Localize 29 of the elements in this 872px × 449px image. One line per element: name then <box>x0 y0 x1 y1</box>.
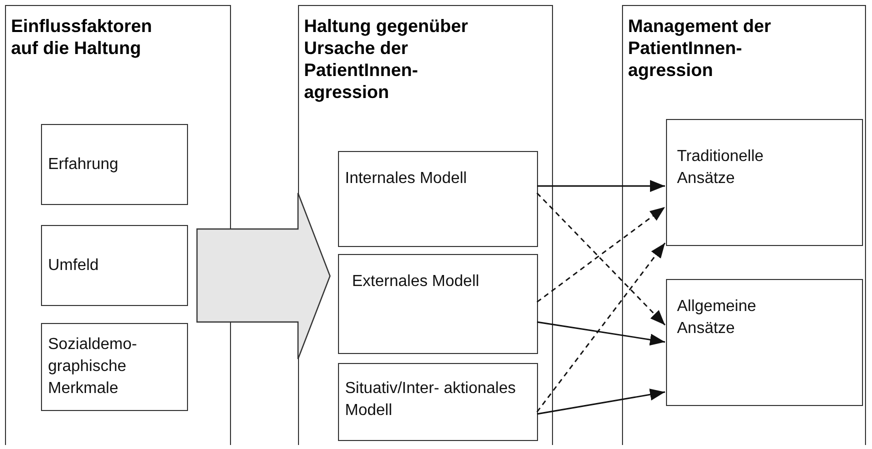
model-box <box>41 124 188 205</box>
model-box <box>338 363 538 441</box>
box-label: Sozialdemo- graphische Merkmale <box>48 335 138 399</box>
column-heading: Management der PatientInnen- agression <box>628 15 772 81</box>
model-box <box>41 323 188 411</box>
arrow <box>536 388 666 415</box>
arrow <box>536 192 666 326</box>
model-box <box>41 225 188 306</box>
model-box <box>338 254 538 354</box>
model-box <box>666 119 863 246</box>
arrow <box>536 242 666 412</box>
arrow <box>537 180 665 192</box>
column-heading: Einflussfaktoren auf die Haltung <box>11 15 154 59</box>
arrow <box>536 321 666 346</box>
box-label: Situativ/Inter- aktionales Modell <box>345 379 517 421</box>
column-heading: Haltung gegenüber Ursache der PatientInnen- agression <box>304 15 470 103</box>
model-box <box>666 279 863 406</box>
column-panel <box>622 5 866 445</box>
arrow <box>536 206 666 303</box>
box-label: Erfahrung <box>48 154 120 174</box>
block-arrow <box>196 192 331 360</box>
column-panel <box>298 5 553 445</box>
box-label: Externales Modell <box>352 272 480 292</box>
box-label: Internales Modell <box>345 169 468 189</box>
box-label: Umfeld <box>48 256 100 276</box>
box-label: Allgemeine Ansätze <box>677 297 758 339</box>
column-panel <box>5 5 231 445</box>
box-label: Traditionelle Ansätze <box>677 147 765 189</box>
model-box <box>338 151 538 247</box>
